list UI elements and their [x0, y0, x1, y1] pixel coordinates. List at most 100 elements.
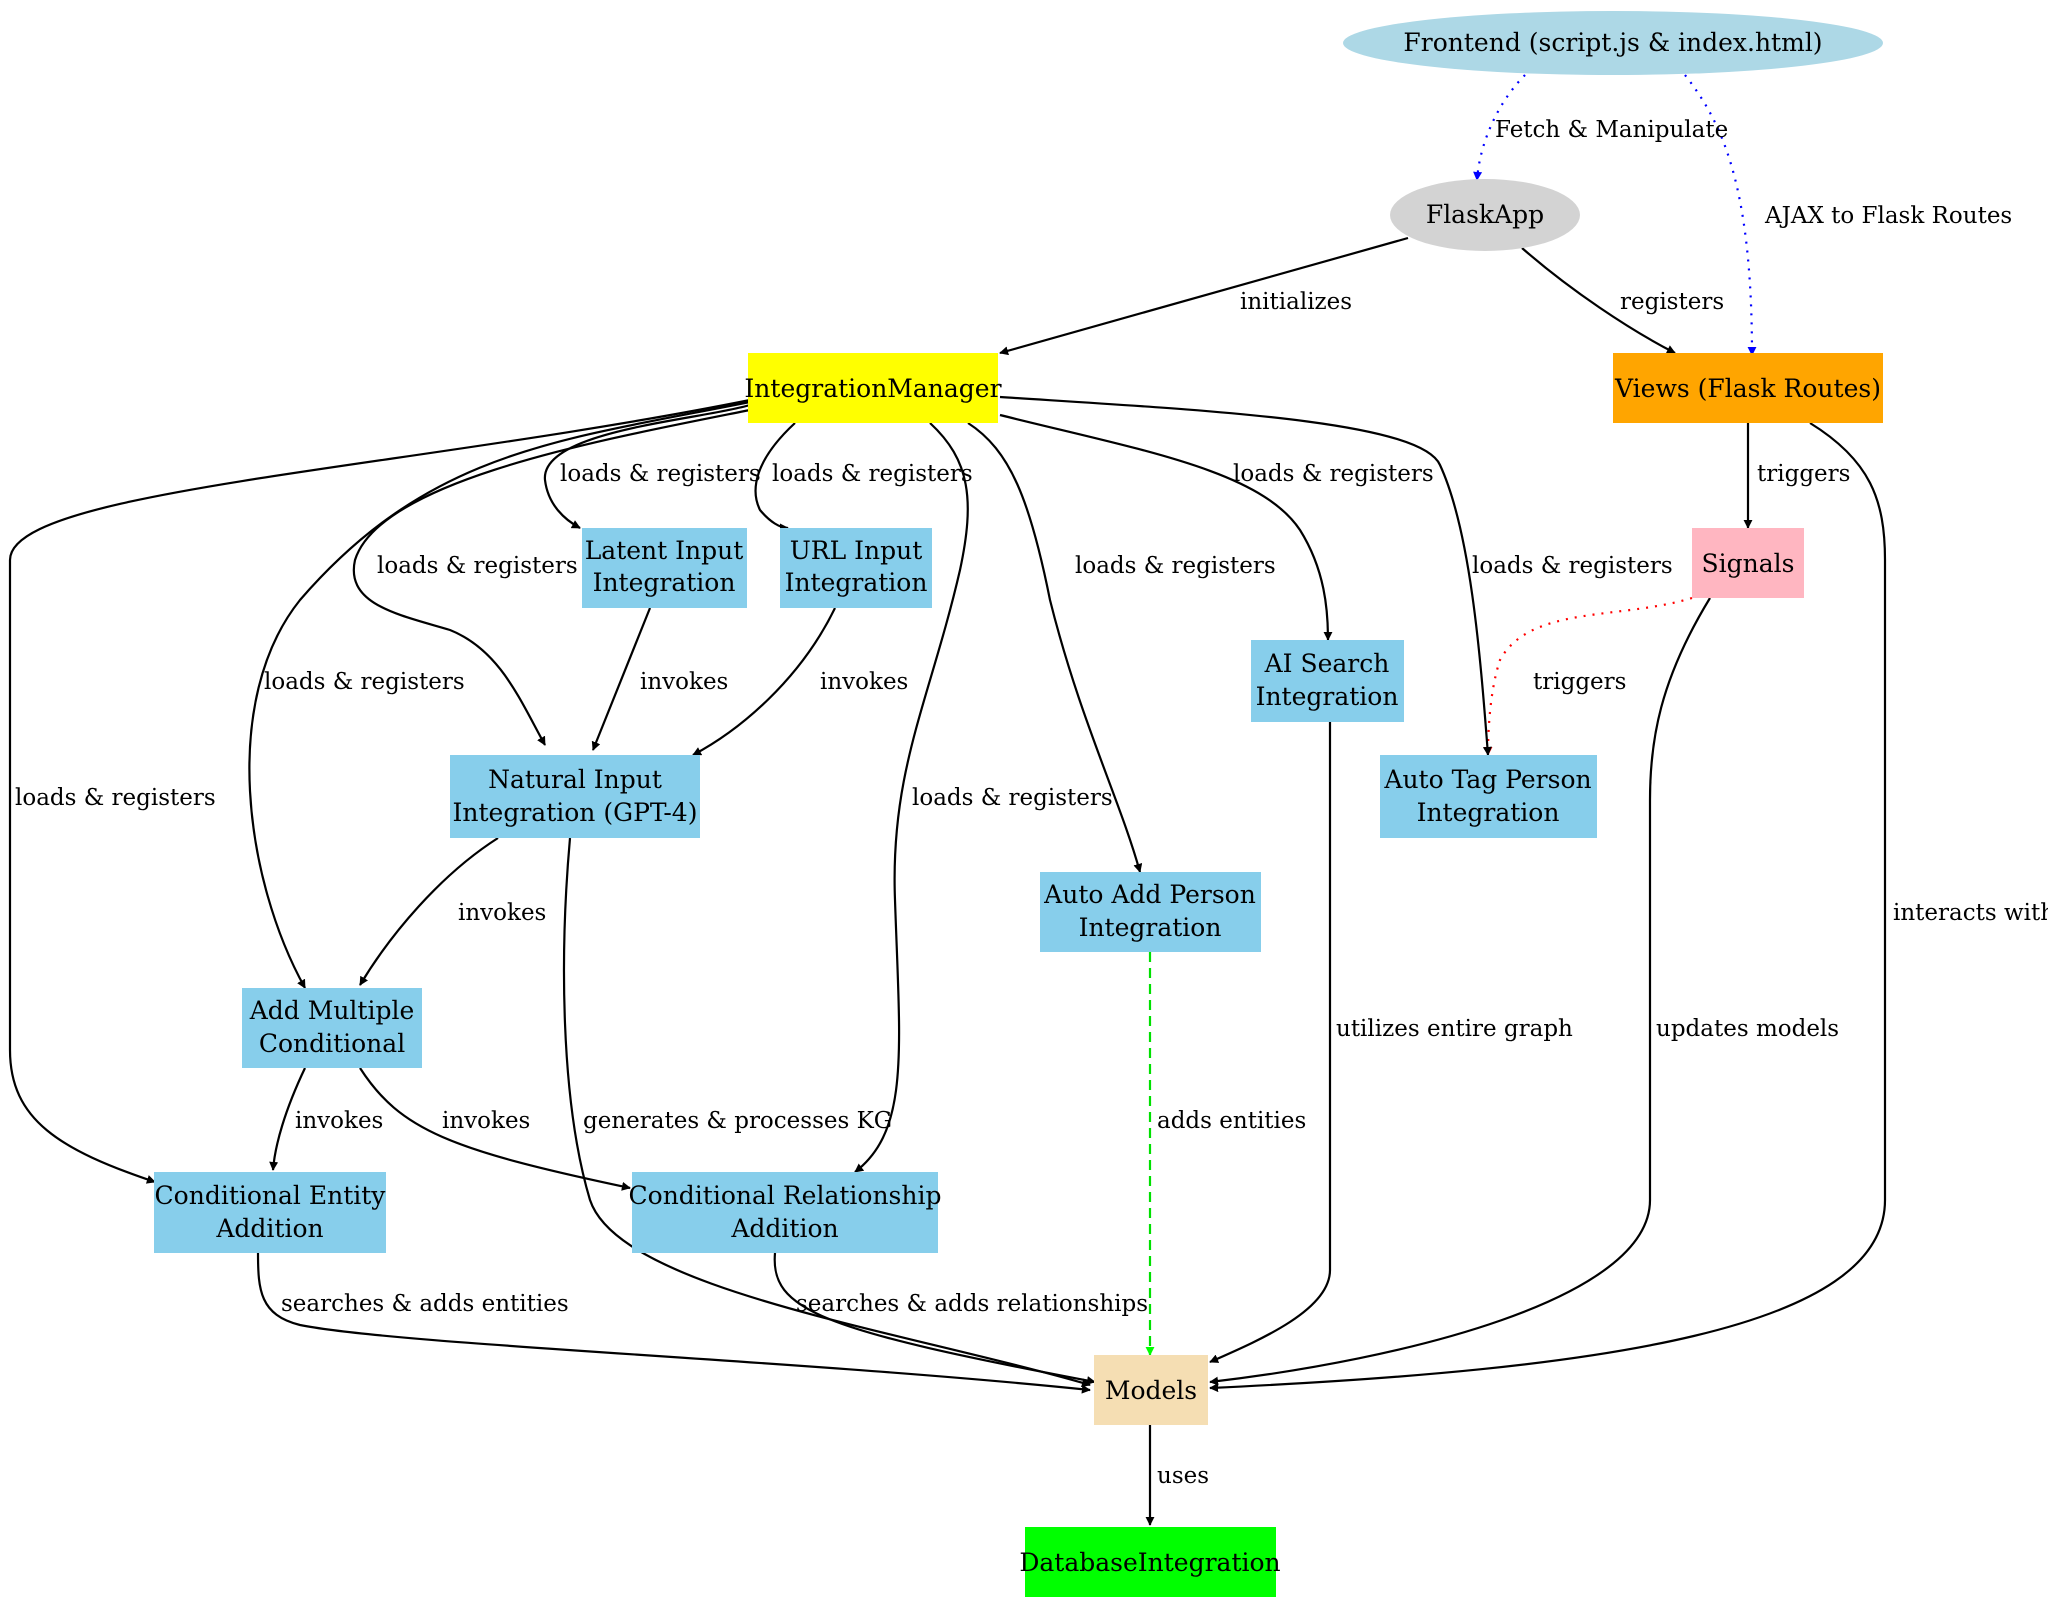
node-models-label: Models	[1105, 1376, 1197, 1405]
edge-interacts-with	[1209, 422, 1887, 1393]
edge-labels: Fetch & Manipulate AJAX to Flask Routes …	[15, 117, 2048, 1489]
node-models-shape	[1094, 1355, 1208, 1425]
node-conditional-entity[interactable]: Conditional Entity Addition	[154, 1172, 386, 1253]
node-flaskapp-shape	[1390, 179, 1580, 251]
edge-invokes-natural	[359, 837, 499, 986]
label-generates-kg: generates & processes KG	[583, 1108, 892, 1134]
node-auto-add-person[interactable]: Auto Add Person Integration	[1040, 872, 1261, 952]
node-natural-input-shape	[450, 755, 700, 838]
node-conditional-entity-shape	[154, 1172, 386, 1253]
node-auto-tag-person-shape	[1380, 755, 1597, 838]
node-auto-add-person-shape	[1040, 872, 1261, 952]
label-uses: uses	[1157, 1463, 1209, 1489]
node-add-multiple-conditional-shape	[242, 988, 422, 1068]
node-add-multiple-conditional-label-line1: Add Multiple	[249, 996, 415, 1025]
node-auto-add-person-label-line2: Integration	[1079, 913, 1222, 942]
edge-loads-url	[754, 422, 796, 533]
label-loads-ai-search: loads & registers	[1233, 461, 1434, 487]
label-initializes: initializes	[1240, 289, 1352, 315]
edge-updates-models	[1209, 597, 1711, 1386]
node-signals-shape	[1692, 528, 1804, 598]
label-adds-entities: adds entities	[1157, 1108, 1306, 1134]
edge-generates-kg	[562, 837, 1091, 1388]
node-signals[interactable]: Signals	[1692, 528, 1804, 598]
node-latent-input-shape	[582, 528, 747, 608]
label-loads-url: loads & registers	[772, 461, 973, 487]
edges	[8, 74, 1887, 1526]
node-views[interactable]: Views (Flask Routes)	[1613, 353, 1883, 423]
node-signals-label: Signals	[1702, 549, 1795, 578]
node-database-integration-label: DatabaseIntegration	[1019, 1548, 1280, 1577]
label-registers: registers	[1620, 289, 1724, 315]
label-invokes-latent: invokes	[640, 669, 728, 695]
edge-invokes-amc-entity	[269, 1067, 306, 1171]
edge-loads-auto-add	[967, 422, 1143, 873]
node-database-integration-shape	[1025, 1527, 1276, 1597]
label-loads-cond-rel: loads & registers	[912, 785, 1113, 811]
node-flaskapp-label: FlaskApp	[1426, 200, 1544, 229]
node-auto-tag-person[interactable]: Auto Tag Person Integration	[1380, 755, 1597, 838]
node-integration-manager-shape	[748, 353, 998, 423]
label-triggers-views: triggers	[1757, 461, 1850, 487]
node-conditional-entity-label-line1: Conditional Entity	[155, 1181, 387, 1210]
node-add-multiple-conditional[interactable]: Add Multiple Conditional	[242, 988, 422, 1068]
node-natural-input-label-line1: Natural Input	[488, 765, 662, 794]
label-invokes-amc-entity: invokes	[295, 1108, 383, 1134]
edge-loads-add-multiple	[248, 400, 751, 989]
nodes: Frontend (script.js & index.html) FlaskA…	[154, 11, 1883, 1597]
label-searches-relationships: searches & adds relationships	[796, 1291, 1148, 1317]
node-ai-search-shape	[1251, 640, 1404, 722]
node-natural-input-label-line2: Integration (GPT-4)	[453, 798, 698, 827]
node-views-shape	[1613, 353, 1883, 423]
node-latent-input-label-line2: Integration	[593, 568, 736, 597]
label-interacts-with: interacts with	[1893, 900, 2048, 926]
node-auto-tag-person-label-line1: Auto Tag Person	[1383, 765, 1591, 794]
label-triggers-signals: triggers	[1533, 669, 1626, 695]
node-url-input-label-line1: URL Input	[790, 536, 923, 565]
node-frontend-shape	[1343, 11, 1883, 75]
node-natural-input[interactable]: Natural Input Integration (GPT-4)	[450, 755, 700, 838]
node-conditional-relationship-shape	[632, 1172, 938, 1253]
node-models[interactable]: Models	[1094, 1355, 1208, 1425]
node-frontend-label: Frontend (script.js & index.html)	[1403, 28, 1822, 57]
edge-loads-natural	[352, 408, 751, 746]
node-integration-manager[interactable]: IntegrationManager	[744, 353, 1002, 423]
node-latent-input[interactable]: Latent Input Integration	[582, 528, 747, 608]
label-searches-entities: searches & adds entities	[281, 1291, 569, 1317]
label-invokes-amc-rel: invokes	[442, 1108, 530, 1134]
node-flaskapp[interactable]: FlaskApp	[1390, 179, 1580, 251]
node-integration-manager-label: IntegrationManager	[744, 374, 1001, 403]
edge-loads-cond-entity	[8, 398, 751, 1184]
node-conditional-relationship[interactable]: Conditional Relationship Addition	[629, 1172, 942, 1253]
node-views-label: Views (Flask Routes)	[1614, 374, 1881, 403]
label-loads-cond-entity: loads & registers	[15, 785, 216, 811]
node-url-input-label-line2: Integration	[785, 568, 928, 597]
node-database-integration[interactable]: DatabaseIntegration	[1019, 1527, 1281, 1597]
edge-loads-auto-tag	[999, 395, 1492, 756]
node-conditional-relationship-label-line1: Conditional Relationship	[629, 1181, 942, 1210]
node-ai-search[interactable]: AI Search Integration	[1251, 640, 1404, 722]
label-fetch-manipulate: Fetch & Manipulate	[1495, 117, 1728, 143]
node-url-input-shape	[780, 528, 932, 608]
node-ai-search-label-line1: AI Search	[1264, 649, 1390, 678]
label-updates-models: updates models	[1656, 1016, 1839, 1042]
label-loads-latent: loads & registers	[560, 461, 761, 487]
label-invokes-natural: invokes	[458, 900, 546, 926]
node-ai-search-label-line2: Integration	[1256, 682, 1399, 711]
node-url-input[interactable]: URL Input Integration	[780, 528, 932, 608]
edge-registers	[1521, 247, 1676, 354]
node-auto-tag-person-label-line2: Integration	[1417, 798, 1560, 827]
label-loads-natural: loads & registers	[377, 553, 578, 579]
label-loads-add-multiple: loads & registers	[264, 669, 465, 695]
edge-loads-ai-search	[999, 413, 1333, 641]
node-conditional-relationship-label-line2: Addition	[730, 1214, 838, 1243]
edge-searches-entities	[256, 1252, 1091, 1394]
node-conditional-entity-label-line2: Addition	[215, 1214, 323, 1243]
label-invokes-url: invokes	[820, 669, 908, 695]
label-utilizes-graph: utilizes entire graph	[1336, 1016, 1573, 1042]
node-frontend[interactable]: Frontend (script.js & index.html)	[1343, 11, 1883, 75]
node-auto-add-person-label-line1: Auto Add Person	[1043, 880, 1256, 909]
label-loads-auto-tag: loads & registers	[1472, 553, 1673, 579]
edge-utilizes-graph	[1209, 722, 1332, 1364]
